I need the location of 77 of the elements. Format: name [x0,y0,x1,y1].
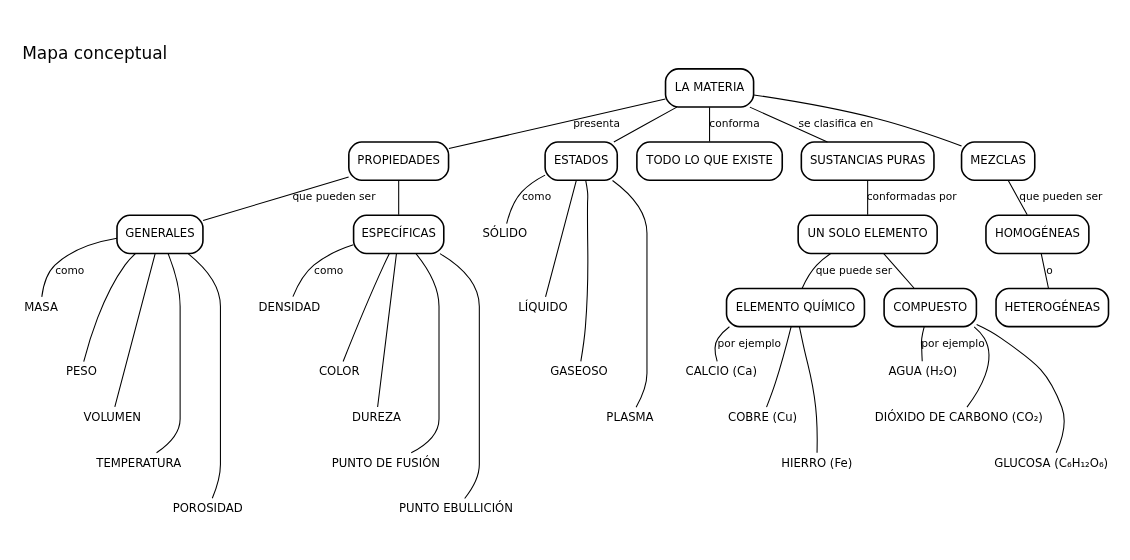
node-text: DIÓXIDO DE CARBONO (CO₂) [874,409,1043,424]
connector [966,325,990,408]
connector [448,98,666,149]
edge-label: por ejemplo [717,336,782,350]
connector [709,106,711,142]
connector [1040,252,1049,289]
node-text: HIERRO (Fe) [781,454,853,469]
edge-label: o [1046,263,1053,277]
node-text: GASEOSO [550,363,608,378]
edge-label: como [55,263,85,277]
node-text: DENSIDAD [258,299,321,314]
connector [920,325,925,362]
edge-label: presenta [573,116,620,130]
node-box: MEZCLAS [960,140,1036,181]
node-text: AGUA (H₂O) [888,363,958,378]
edge-label: que pueden ser [1019,189,1103,203]
connector [506,174,546,224]
connector [798,325,818,453]
diagram-title: Mapa conceptual [22,42,168,63]
connector [202,176,350,221]
node-box: ELEMENTO QUÍMICO [725,287,866,327]
node-text: POROSIDAD [172,500,243,515]
node-text: LÍQUIDO [518,299,568,314]
node-box: LA MATERIA [664,67,755,108]
edge-label: que pueden ser [292,189,376,203]
connector [612,179,648,408]
node-text: COBRE (Cu) [728,409,798,424]
node-box: PROPIEDADES [348,140,450,181]
node-text: PUNTO DE FUSIÓN [331,454,441,469]
node-text: PUNTO EBULLICIÓN [398,500,514,515]
node-text: GLUCOSA (C₆H₁₂O₆) [994,454,1109,469]
node-text: SÓLIDO [482,225,528,240]
node-box: GENERALES [116,213,204,254]
connector [1007,179,1028,215]
connector [883,252,915,289]
node-box: ESTADOS [544,140,619,181]
node-box: UN SOLO ELEMENTO [797,213,938,254]
node-box: TODO LO QUE EXISTE [636,140,784,181]
node-text: VOLUMEN [83,409,141,424]
node-box: SUSTANCIAS PURAS [800,140,935,181]
node-text: TEMPERATURA [96,454,182,469]
connector [156,252,181,453]
node-text: COLOR [318,363,360,378]
connector [292,243,354,297]
connector [753,93,963,146]
edge-label: como [522,189,552,203]
node-box: HETEROGÉNEAS [995,287,1110,327]
edge-label: por ejemplo [921,336,985,350]
connector [766,325,792,408]
connector [187,252,221,499]
connector [545,179,577,297]
connector [114,252,156,407]
connector [580,179,589,362]
node-text: CALCIO (Ca) [685,363,757,378]
connector [377,252,397,407]
node-box: HOMOGÉNEAS [985,213,1090,254]
connector [83,252,136,362]
edge-label: que puede ser [815,263,893,277]
edge-label: conforma [709,116,760,130]
node-text: PESO [65,363,97,378]
node-text: DUREZA [351,409,401,424]
node-text: PLASMA [606,409,654,424]
node-text: MASA [24,299,58,314]
connector [439,252,480,499]
connector [976,323,1065,453]
connector [410,252,440,453]
connector [714,325,730,362]
node-box: COMPUESTO [883,287,978,327]
edge-label: se clasifica en [798,116,874,130]
connector [613,106,678,142]
connector [398,179,400,215]
edge-label: como [314,263,344,277]
connector [41,237,118,297]
node-box: ESPECÍFICAS [352,213,445,254]
connector [749,106,828,142]
connector [342,252,390,362]
connector [801,252,832,289]
